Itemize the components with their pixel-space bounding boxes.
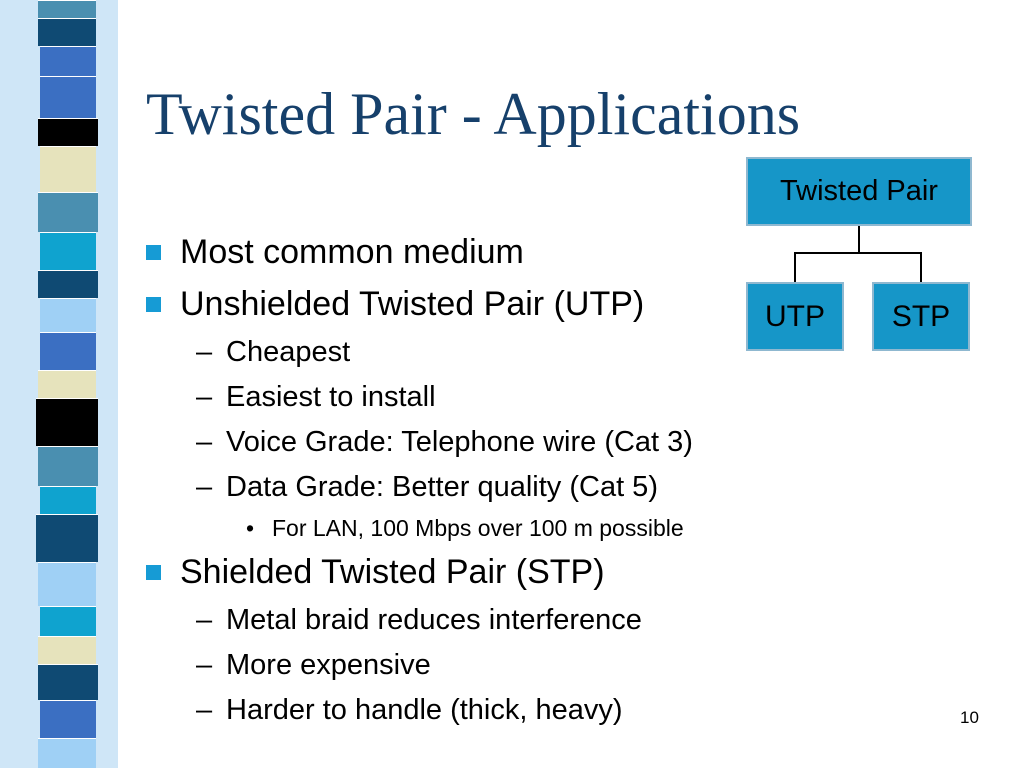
sub-bullet-item: –Harder to handle (thick, heavy) bbox=[146, 688, 806, 733]
sub-bullet-item: –Metal braid reduces interference bbox=[146, 598, 806, 643]
bullet-square-icon bbox=[146, 297, 161, 312]
sub-bullet-text: Metal braid reduces interference bbox=[226, 604, 642, 636]
bullet-square-icon bbox=[146, 245, 161, 260]
sub-bullet-item: –Easiest to install bbox=[146, 375, 806, 420]
strip-block bbox=[38, 738, 96, 768]
strip-block bbox=[40, 606, 96, 636]
dash-marker-icon: – bbox=[196, 336, 213, 368]
strip-block bbox=[38, 0, 96, 18]
sub-sub-bullet-text: For LAN, 100 Mbps over 100 m possible bbox=[272, 515, 684, 541]
bullet-item: Shielded Twisted Pair (STP) bbox=[146, 546, 806, 598]
strip-block bbox=[36, 514, 98, 562]
sub-bullet-item: –More expensive bbox=[146, 643, 806, 688]
strip-block bbox=[40, 700, 96, 738]
strip-block bbox=[38, 664, 98, 700]
strip-block bbox=[40, 332, 96, 370]
sub-sub-bullet-item: • For LAN, 100 Mbps over 100 m possible bbox=[146, 510, 806, 546]
dash-marker-icon: – bbox=[196, 381, 213, 413]
strip-block bbox=[38, 118, 98, 146]
sub-bullet-text: Voice Grade: Telephone wire (Cat 3) bbox=[226, 426, 693, 458]
strip-block bbox=[36, 398, 98, 446]
sub-bullet-text: Data Grade: Better quality (Cat 5) bbox=[226, 471, 658, 503]
strip-block bbox=[38, 636, 96, 664]
strip-block bbox=[38, 370, 96, 398]
dash-marker-icon: – bbox=[196, 604, 213, 636]
strip-block bbox=[38, 562, 96, 606]
diagram-connector-left bbox=[794, 252, 796, 282]
diagram-node-twisted-pair: Twisted Pair bbox=[746, 157, 972, 226]
bullet-item: Unshielded Twisted Pair (UTP) bbox=[146, 278, 806, 330]
dash-marker-icon: – bbox=[196, 649, 213, 681]
bullet-text: Unshielded Twisted Pair (UTP) bbox=[180, 285, 645, 323]
bullet-text: Most common medium bbox=[180, 233, 524, 271]
dash-marker-icon: – bbox=[196, 694, 213, 726]
strip-block bbox=[38, 446, 98, 486]
strip-block bbox=[40, 298, 96, 332]
dash-marker-icon: – bbox=[196, 426, 213, 458]
sub-bullet-text: More expensive bbox=[226, 649, 431, 681]
dash-marker-icon: – bbox=[196, 471, 213, 503]
slide-title: Twisted Pair - Applications bbox=[146, 81, 801, 147]
diagram-connector-right bbox=[920, 252, 922, 282]
diagram-node-stp: STP bbox=[872, 282, 970, 351]
strip-block bbox=[38, 18, 96, 46]
strip-block bbox=[38, 270, 98, 298]
diagram-node-utp: UTP bbox=[746, 282, 844, 351]
strip-block bbox=[40, 486, 96, 514]
page-number: 10 bbox=[960, 708, 979, 727]
diagram-connector-horizontal bbox=[794, 252, 922, 254]
bullet-text: Shielded Twisted Pair (STP) bbox=[180, 553, 605, 591]
dot-marker-icon: • bbox=[246, 515, 255, 541]
strip-block bbox=[40, 232, 96, 270]
bullet-item: Most common medium bbox=[146, 226, 806, 278]
decorative-strip bbox=[0, 0, 118, 768]
sub-bullet-item: –Data Grade: Better quality (Cat 5) bbox=[146, 465, 806, 510]
strip-block bbox=[38, 192, 98, 232]
strip-block bbox=[40, 76, 96, 118]
sub-bullet-text: Easiest to install bbox=[226, 381, 436, 413]
diagram-connector-vertical bbox=[858, 226, 860, 254]
strip-block bbox=[40, 46, 96, 76]
strip-block bbox=[40, 146, 96, 192]
bullet-list: Most common medium Unshielded Twisted Pa… bbox=[146, 226, 806, 733]
bullet-square-icon bbox=[146, 565, 161, 580]
sub-bullet-item: –Cheapest bbox=[146, 330, 806, 375]
sub-bullet-text: Cheapest bbox=[226, 336, 351, 368]
sub-bullet-text: Harder to handle (thick, heavy) bbox=[226, 694, 623, 726]
sub-bullet-item: –Voice Grade: Telephone wire (Cat 3) bbox=[146, 420, 806, 465]
